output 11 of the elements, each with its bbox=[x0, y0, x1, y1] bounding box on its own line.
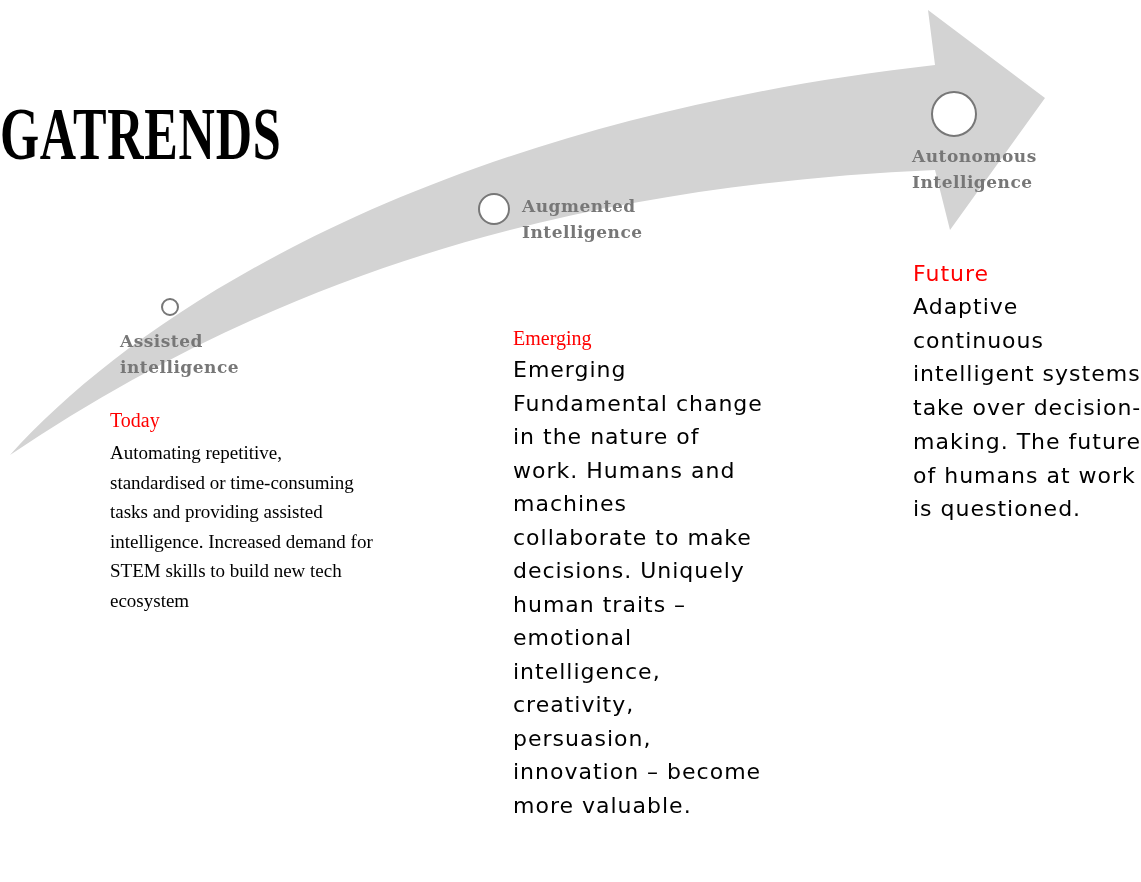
milestone-label: Assisted intelligence bbox=[120, 330, 241, 379]
stage-heading: Future bbox=[913, 260, 990, 288]
milestone-label: Autonomous Intelligence bbox=[912, 145, 1038, 194]
description-text: Automating repetitive, standardised or time-consuming tasks and providing assisted intelligence. Increased demand for STEM skills to build new tech ecosystem bbox=[110, 441, 374, 613]
milestone-circle bbox=[161, 298, 179, 316]
description-text: Emerging Fundamental change in the nature of work. Humans and machines collaborate to make decisions. Uniquely human traits – emotional intelligence, creativity, persuasion, innovation – become more valuable. bbox=[513, 356, 764, 820]
description-text: Adaptive continuous intelligent systems take over decision-making. The future of humans at work is questioned. bbox=[913, 293, 1141, 524]
title: GATRENDS bbox=[0, 92, 282, 177]
milestone-label: Augmented Intelligence bbox=[522, 195, 644, 244]
stage-heading: Emerging bbox=[513, 326, 592, 352]
stage-heading: Today bbox=[110, 408, 160, 434]
